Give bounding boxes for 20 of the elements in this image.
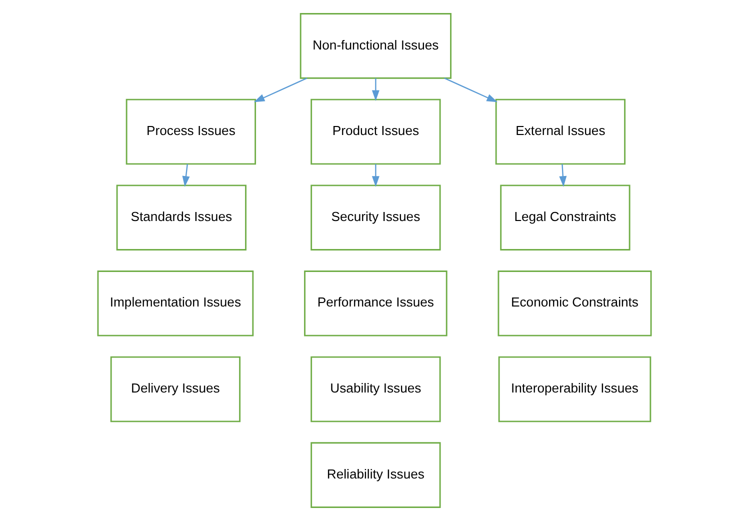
node-box: Product Issues <box>310 98 441 164</box>
node-box: Delivery Issues <box>110 356 241 422</box>
node-box: Standards Issues <box>116 184 246 250</box>
arrow <box>372 164 380 186</box>
arrow <box>444 77 498 102</box>
arrow <box>254 77 308 102</box>
node-box: Non-functional Issues <box>300 12 452 78</box>
arrow <box>372 78 380 100</box>
arrow <box>182 163 190 186</box>
node-box: Usability Issues <box>310 356 441 422</box>
node-box: Implementation Issues <box>97 270 254 336</box>
node-box: Reliability Issues <box>310 442 441 508</box>
node-box: Economic Constraints <box>498 270 652 336</box>
node-box: Security Issues <box>310 184 441 250</box>
arrow <box>559 164 567 186</box>
node-box: Performance Issues <box>304 270 448 336</box>
node-box: Interoperability Issues <box>498 356 652 422</box>
node-box: External Issues <box>495 98 626 164</box>
node-box: Process Issues <box>126 98 256 164</box>
node-box: Legal Constraints <box>500 184 630 250</box>
